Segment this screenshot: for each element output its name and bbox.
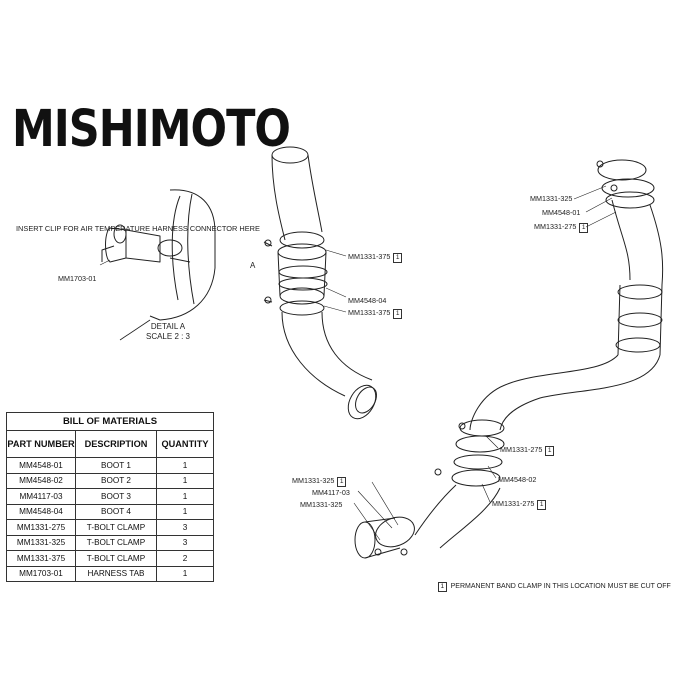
leader-lines	[99, 185, 617, 541]
callout-part: MM1331-275	[500, 445, 543, 454]
detail-a-view	[101, 189, 216, 341]
harness-clip-note: INSERT CLIP FOR AIR TEMPERATURE HARNESS …	[16, 224, 260, 233]
bill-of-materials-table: BILL OF MATERIALS PART NUMBER DESCRIPTIO…	[6, 412, 214, 582]
callout-right-mid-b: MM4548-02	[498, 476, 536, 483]
callout-part: MM1331-325	[300, 500, 343, 509]
footnote-text: PERMANENT BAND CLAMP IN THIS LOCATION MU…	[450, 583, 671, 590]
bom-description: BOOT 2	[75, 472, 157, 489]
callout-right-top-a: MM1331-325	[530, 195, 572, 202]
brand-logo: MISHIMOTO	[12, 100, 291, 159]
cut-off-marker: 1	[393, 253, 402, 263]
callout-part: MM4117-03	[312, 488, 350, 497]
cut-off-marker: 1	[337, 477, 346, 487]
detail-caption-scale: SCALE 2 : 3	[145, 332, 191, 341]
detail-marker: A	[250, 261, 256, 270]
bom-header-quantity: QUANTITY	[156, 430, 214, 458]
bom-description: HARNESS TAB	[75, 565, 157, 582]
bom-quantity: 1	[156, 457, 214, 474]
callout-part: MM1331-375	[348, 308, 391, 317]
detail-caption: DETAIL A SCALE 2 : 3	[140, 322, 196, 342]
bom-quantity: 1	[156, 472, 214, 489]
cut-off-marker: 1	[537, 500, 546, 510]
bom-part-number: MM4548-01	[6, 457, 76, 474]
bom-quantity: 1	[156, 488, 214, 505]
bom-header-description: DESCRIPTION	[75, 430, 157, 458]
bom-part-number: MM4548-04	[6, 503, 76, 520]
callout-part: MM1331-275	[534, 222, 577, 231]
callout-right-top-b: MM4548-01	[542, 209, 580, 216]
bom-description: T-BOLT CLAMP	[75, 550, 157, 567]
bom-quantity: 1	[156, 565, 214, 582]
bom-quantity: 1	[156, 503, 214, 520]
callout-bottom-b: MM4117-03	[312, 489, 350, 496]
callout-part: MM4548-02	[498, 475, 537, 484]
callout-part: MM1331-325	[530, 194, 573, 203]
right-charge-pipe	[354, 159, 664, 559]
bom-header-part-number: PART NUMBER	[6, 430, 76, 458]
cut-off-marker: 1	[393, 309, 402, 319]
callout-part: MM1331-375	[348, 252, 391, 261]
bom-part-number: MM1331-275	[6, 519, 76, 536]
bom-title: BILL OF MATERIALS	[6, 412, 214, 431]
bom-part-number: MM1703-01	[6, 565, 76, 582]
cut-off-marker: 1	[438, 582, 447, 592]
bom-quantity: 3	[156, 519, 214, 536]
callout-part: MM1331-275	[492, 499, 535, 508]
bom-description: T-BOLT CLAMP	[75, 519, 157, 536]
callout-part: MM4548-04	[348, 296, 387, 305]
harness-tab-label: MM1703-01	[58, 274, 97, 283]
bom-part-number: MM1331-375	[6, 550, 76, 567]
bom-quantity: 2	[156, 550, 214, 567]
bom-part-number: MM4117-03	[6, 488, 76, 505]
callout-part: MM4548-01	[542, 208, 581, 217]
bom-description: BOOT 4	[75, 503, 157, 520]
detail-caption-title: DETAIL A	[150, 322, 186, 331]
left-intake-pipe	[263, 146, 377, 420]
bom-description: BOOT 3	[75, 488, 157, 505]
cut-off-marker: 1	[579, 223, 588, 233]
bom-quantity: 3	[156, 534, 214, 551]
bom-description: BOOT 1	[75, 457, 157, 474]
callout-part: MM1331-325	[292, 476, 335, 485]
bom-description: T-BOLT CLAMP	[75, 534, 157, 551]
cut-off-marker: 1	[545, 446, 554, 456]
bom-part-number: MM4548-02	[6, 472, 76, 489]
callout-left-boot: MM4548-04	[348, 297, 386, 304]
callout-bottom-c: MM1331-325	[300, 501, 342, 508]
bom-part-number: MM1331-325	[6, 534, 76, 551]
